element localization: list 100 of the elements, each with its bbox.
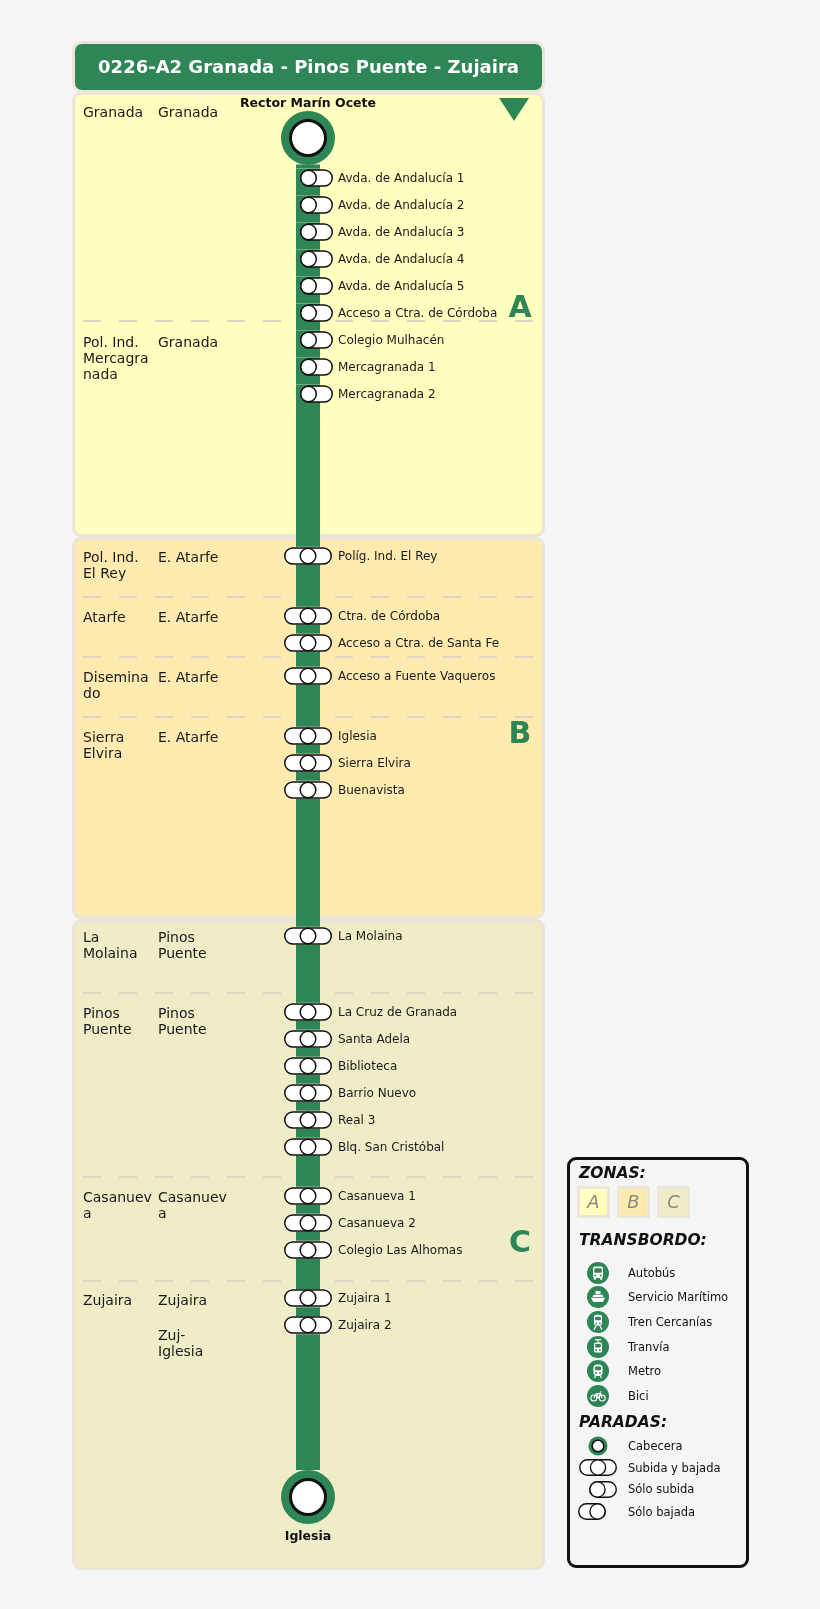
- place-name: La Molaina: [83, 929, 139, 962]
- route-line: [296, 1128, 320, 1138]
- route-line: [296, 798, 320, 927]
- zone-band: [72, 537, 545, 919]
- zone-letter: B: [508, 720, 532, 746]
- swatch-letter: B: [627, 1192, 640, 1212]
- route-line: [296, 1204, 320, 1214]
- stop-name: Biblioteca: [338, 1057, 398, 1075]
- stop-name: Real 3: [338, 1111, 376, 1129]
- place-name: Pol. Ind. El Rey: [83, 548, 140, 581]
- stop-name: Colegio Las Alhomas: [338, 1241, 463, 1259]
- route-line: [296, 267, 320, 277]
- place-name: Granada: [83, 104, 144, 120]
- route-line: [296, 402, 320, 547]
- legend-heading: ZONAS:: [579, 1163, 646, 1182]
- stop-name: Iglesia: [338, 727, 377, 745]
- stop-name: Acceso a Ctra. de Santa Fe: [338, 634, 500, 652]
- route-line: [296, 348, 320, 358]
- place-name: Pinos Puente: [83, 1005, 133, 1038]
- legend-label: Sólo subida: [628, 1481, 695, 1498]
- stop-name: Zujaira 2: [338, 1317, 392, 1335]
- route-line: [296, 1307, 320, 1317]
- stop-name: La Molaina: [338, 927, 403, 945]
- zone-letter: A: [508, 294, 532, 320]
- zone-band: [72, 919, 545, 1570]
- route-line: [296, 240, 320, 250]
- place-name: Casanueva: [158, 1188, 228, 1221]
- route-line: [296, 375, 320, 385]
- route-line: [296, 624, 320, 634]
- place-name: Sierra Elvira: [83, 729, 126, 761]
- legend-label: Tren Cercanías: [628, 1314, 713, 1330]
- stop-name: Buenavista: [338, 781, 405, 799]
- stop-name: Avda. de Andalucía 3: [338, 223, 465, 241]
- route-line: [296, 1231, 320, 1241]
- stop-name: Ctra. de Córdoba: [338, 607, 441, 625]
- stop-name: Acceso a Fuente Vaqueros: [338, 667, 496, 685]
- route-line: [296, 684, 320, 727]
- place-name: Zuj-Iglesia: [158, 1327, 205, 1359]
- stop-name: Colegio Mulhacén: [338, 331, 445, 349]
- place-name: Pinos Puente: [158, 929, 208, 962]
- legend-label: Bici: [628, 1388, 649, 1404]
- stop-name: Sierra Elvira: [338, 754, 411, 772]
- stop-name: La Cruz de Granada: [338, 1003, 458, 1021]
- place-name: E. Atarfe: [158, 609, 219, 625]
- legend-label: Autobús: [628, 1264, 676, 1281]
- stop-name: Avda. de Andalucía 4: [338, 250, 465, 268]
- stop-name: Acceso a Ctra. de Córdoba: [338, 304, 498, 322]
- legend-label: Sólo bajada: [628, 1503, 696, 1520]
- zone-band: [72, 92, 545, 537]
- route-line: [296, 1155, 320, 1187]
- stop-name: Políg. Ind. El Rey: [338, 547, 438, 565]
- place-name: Casanueva: [83, 1188, 153, 1221]
- terminal-name: Rector Marín Ocete: [239, 95, 377, 109]
- stop-name: Avda. de Andalucía 1: [338, 169, 465, 187]
- legend-heading: PARADAS:: [579, 1412, 668, 1431]
- stop-name: Santa Adela: [338, 1030, 411, 1048]
- place-name: E. Atarfe: [158, 668, 219, 685]
- route-line: [296, 1074, 320, 1084]
- place-name: Pinos Puente: [158, 1005, 208, 1038]
- route-line: [296, 771, 320, 781]
- swatch-letter: C: [667, 1192, 680, 1212]
- legend-label: Metro: [628, 1363, 662, 1380]
- stop-name: Casanueva 2: [338, 1214, 416, 1232]
- route-line: [296, 1258, 320, 1290]
- route-line: [296, 1334, 320, 1470]
- place-name: E. Atarfe: [158, 548, 219, 565]
- route-line: [296, 294, 320, 304]
- route-line: [296, 213, 320, 223]
- place-name: Diseminado: [83, 668, 150, 701]
- legend-heading: TRANSBORDO:: [579, 1231, 707, 1249]
- route-line: [296, 186, 320, 196]
- route-line: [296, 321, 320, 331]
- stop-name: Mercagranada 2: [338, 385, 436, 403]
- zone-letter: C: [509, 1229, 531, 1255]
- route-line: [296, 564, 320, 607]
- swatch-letter: A: [587, 1192, 600, 1212]
- route-title: 0226-A2 Granada - Pinos Puente - Zujaira: [98, 56, 519, 78]
- legend-label: Cabecera: [628, 1437, 683, 1454]
- place-name: Granada: [158, 333, 219, 350]
- stop-name: Mercagranada 1: [338, 358, 436, 376]
- stop-name: Zujaira 1: [338, 1290, 392, 1308]
- legend-label: Servicio Marítimo: [628, 1289, 729, 1306]
- place-name: E. Atarfe: [158, 729, 219, 745]
- route-line: [296, 164, 320, 169]
- stop-name: Avda. de Andalucía 2: [338, 196, 465, 214]
- legend-label: Subida y bajada: [628, 1459, 721, 1476]
- route-line: [296, 744, 320, 754]
- route-line: [296, 944, 320, 1003]
- terminal-name: Iglesia: [284, 1529, 332, 1542]
- stop-name: Barrio Nuevo: [338, 1084, 417, 1102]
- place-name: Pol. Ind. Mercagranada: [83, 333, 150, 382]
- stop-name: Casanueva 1: [338, 1187, 416, 1205]
- route-line: [296, 1020, 320, 1030]
- route-line: [296, 651, 320, 667]
- route-line: [296, 1101, 320, 1111]
- route-line: [296, 1047, 320, 1057]
- place-name: Zujaira: [83, 1292, 133, 1308]
- place-name: Granada: [158, 104, 219, 120]
- stop-name: Blq. San Cristóbal: [338, 1138, 445, 1156]
- place-name: Zujaira: [158, 1292, 208, 1308]
